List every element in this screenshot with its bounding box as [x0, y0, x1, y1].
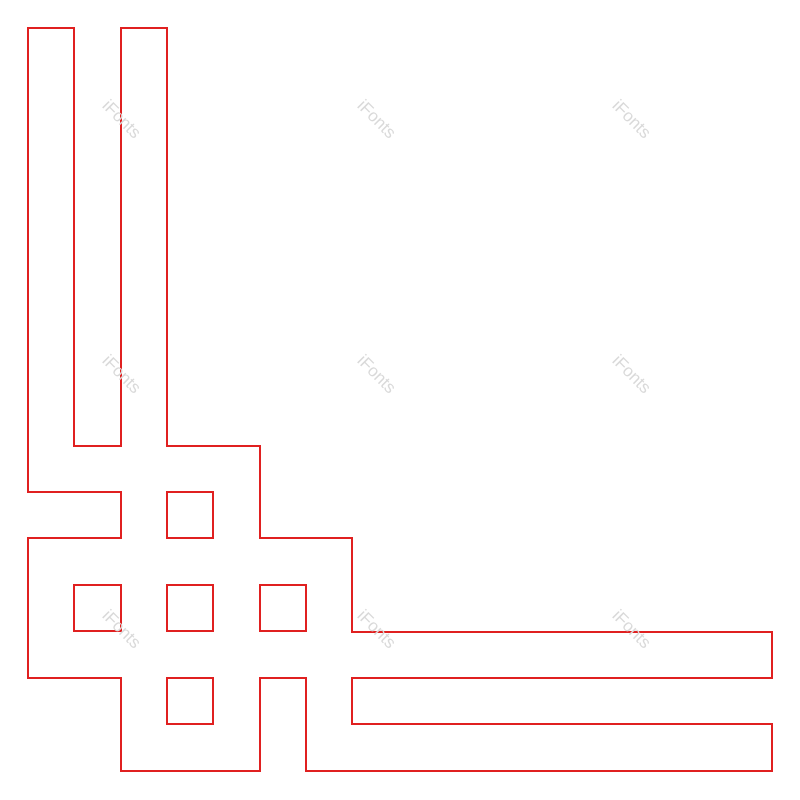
- lattice-square-top: [166, 491, 214, 539]
- lattice-square-right: [259, 584, 307, 632]
- ornament-main-outline: [27, 27, 773, 772]
- lattice-square-left: [73, 584, 122, 632]
- lattice-square-bottom: [166, 677, 214, 725]
- lattice-square-center: [166, 584, 214, 632]
